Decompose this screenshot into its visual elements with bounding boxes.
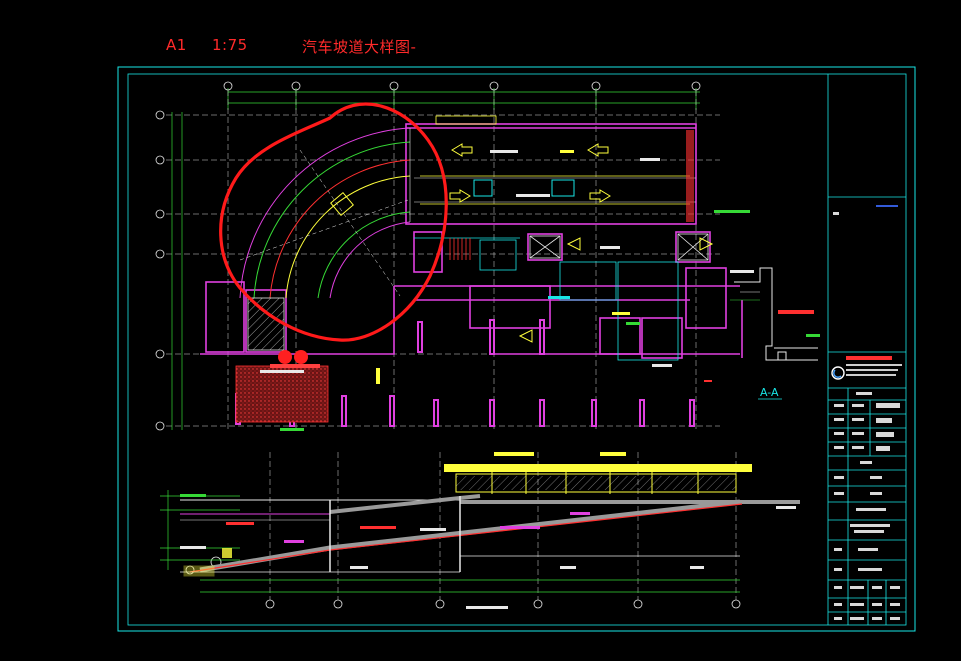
- plan-hatched-pit: [235, 365, 329, 423]
- section-aa-detail: [730, 267, 820, 361]
- plan-top-dimensions: [227, 88, 700, 110]
- plan-direction-arrows: [518, 237, 714, 343]
- plan-hatched-shaft: [247, 297, 285, 351]
- fire-hydrant-symbols: [270, 350, 320, 368]
- plan-shafts: [529, 233, 709, 261]
- drawing-title: 汽车坡道大样图-: [302, 38, 417, 56]
- section-ramp-profile: [180, 494, 800, 577]
- plan-ramp-zone: [414, 115, 696, 222]
- title-block: [827, 74, 906, 625]
- plan-walls: [200, 123, 743, 359]
- section-canopy: [444, 452, 752, 494]
- plan-left-dimensions: [171, 112, 183, 430]
- section-annotation-marks: [180, 494, 796, 609]
- sheet-outer-frame: [117, 66, 916, 632]
- section-bottom-dimensions: [200, 579, 740, 593]
- plan-grid-bubbles-top: [223, 81, 701, 91]
- plan-interior-lines: [414, 237, 679, 361]
- section-grid-bubbles: [185, 556, 741, 609]
- plan-curved-ramp: [239, 127, 411, 299]
- title-block-logo: [831, 356, 902, 380]
- section-aa-label: A-A: [760, 386, 779, 399]
- scale-label: 1:75: [212, 36, 248, 54]
- plan-stair: [449, 238, 471, 260]
- plan-grid-bubbles-left: [155, 110, 165, 431]
- markup-circle: [219, 102, 448, 342]
- title-block-text-marks: [833, 205, 900, 620]
- sheet-size-label: A1: [166, 36, 187, 54]
- sheet-inner-frame: [127, 73, 907, 626]
- plan-annotation-marks: [260, 150, 754, 431]
